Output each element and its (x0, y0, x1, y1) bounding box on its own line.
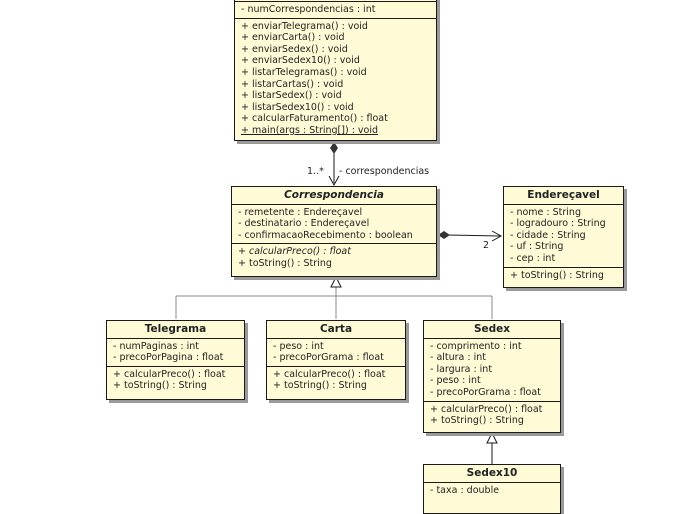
attribute: - uf : String (510, 241, 564, 253)
attribute: - logradouro : String (510, 218, 606, 230)
class-title: Endereçavel (504, 187, 623, 205)
attribute: - nome : String (510, 206, 581, 218)
class-sedex-operations: + calcularPreco() : float + toString() :… (424, 402, 560, 429)
class-title: Sedex (424, 321, 560, 339)
operation: + enviarSedex10() : void (241, 55, 360, 67)
class-main-operations: + enviarTelegrama() : void + enviarCarta… (235, 19, 436, 139)
attribute: - remetente : Endereçavel (238, 206, 363, 218)
class-enderecavel-operations: + toString() : String (504, 268, 623, 284)
class-sedex10[interactable]: Sedex10 - taxa : double (423, 464, 561, 514)
operation-abstract: + calcularPreco() : float (238, 246, 351, 258)
class-title: Carta (267, 321, 405, 339)
attribute: - numPaginas : int (113, 340, 199, 352)
operation: + listarTelegramas() : void (241, 66, 367, 78)
arrowhead-correspondencias (328, 175, 340, 187)
attribute: - precoPorPagina : float (113, 352, 224, 364)
composition-diamond-main (330, 142, 338, 154)
operation: + enviarTelegrama() : void (241, 20, 368, 32)
attribute: - peso : int (273, 340, 324, 352)
class-main-attributes: - numCorrespondencias : int (235, 2, 436, 19)
attribute: - destinatario : Endereçavel (238, 218, 370, 230)
attribute: - altura : int (430, 352, 487, 364)
operation: + listarSedex() : void (241, 90, 342, 102)
attribute: - cep : int (510, 252, 556, 264)
class-enderecavel-attributes: - nome : String - logradouro : String - … (504, 205, 623, 268)
operation: + enviarCarta() : void (241, 32, 345, 44)
class-carta-operations: + calcularPreco() : float + toString() :… (267, 367, 405, 394)
operation: + listarCartas() : void (241, 78, 344, 90)
class-carta-attributes: - peso : int - precoPorGrama : float (267, 339, 405, 367)
arrowhead-enderecavel (491, 230, 503, 242)
class-correspondencia[interactable]: Correspondencia - remetente : Endereçave… (231, 186, 437, 277)
attribute: - taxa : double (430, 484, 500, 496)
multiplicity-enderecavel: 2 (483, 240, 490, 251)
operation: + calcularPreco() : float (430, 403, 543, 415)
attribute: - precoPorGrama : float (273, 352, 384, 364)
operation: + toString() : String (510, 269, 604, 281)
class-title: Sedex10 (424, 465, 560, 483)
class-sedex10-attributes: - taxa : double (424, 483, 560, 499)
attribute: - largura : int (430, 363, 493, 375)
class-correspondencia-operations: + calcularPreco() : float + toString() :… (232, 244, 436, 271)
attribute: - numCorrespondencias : int (241, 4, 376, 15)
operation: + toString() : String (113, 380, 207, 392)
class-main[interactable]: - numCorrespondencias : int + enviarTele… (234, 0, 437, 141)
class-title: Correspondencia (232, 187, 436, 205)
class-carta[interactable]: Carta - peso : int - precoPorGrama : flo… (266, 320, 406, 400)
operation-static: + main(args : String[]) : void (241, 124, 379, 136)
operation: + calcularFaturamento() : float (241, 113, 388, 125)
operation: + calcularPreco() : float (273, 368, 386, 380)
operation: + toString() : String (430, 415, 524, 427)
diagram-connectors (175, 142, 503, 464)
role-correspondencias: - correspondencias (339, 166, 430, 177)
operation: + toString() : String (238, 257, 332, 269)
attribute: - cidade : String (510, 229, 586, 241)
generalization-triangle-correspondencia (330, 275, 342, 288)
attribute: - peso : int (430, 375, 481, 387)
generalization-triangle-sedex (486, 431, 498, 444)
class-telegrama-attributes: - numPaginas : int - precoPorPagina : fl… (107, 339, 244, 367)
operation: + enviarSedex() : void (241, 43, 348, 55)
composition-line-correspondencia-enderecavel (447, 234, 501, 237)
multiplicity-correspondencias: 1..* (307, 166, 324, 177)
class-telegrama-operations: + calcularPreco() : float + toString() :… (107, 367, 244, 394)
class-enderecavel[interactable]: Endereçavel - nome : String - logradouro… (503, 186, 624, 288)
operation: + toString() : String (273, 380, 367, 392)
class-sedex[interactable]: Sedex - comprimento : int - altura : int… (423, 320, 561, 433)
operation: + listarSedex10() : void (241, 101, 354, 113)
attribute: - confirmacaoRecebimento : boolean (238, 229, 413, 241)
class-correspondencia-attributes: - remetente : Endereçavel - destinatario… (232, 205, 436, 245)
class-title: Telegrama (107, 321, 244, 339)
class-main-header-cut (235, 0, 436, 2)
attribute: - precoPorGrama : float (430, 386, 541, 398)
attribute: - comprimento : int (430, 340, 522, 352)
class-telegrama[interactable]: Telegrama - numPaginas : int - precoPorP… (106, 320, 245, 400)
operation: + calcularPreco() : float (113, 368, 226, 380)
class-sedex-attributes: - comprimento : int - altura : int - lar… (424, 339, 560, 402)
composition-diamond-correspondencia (438, 231, 450, 239)
